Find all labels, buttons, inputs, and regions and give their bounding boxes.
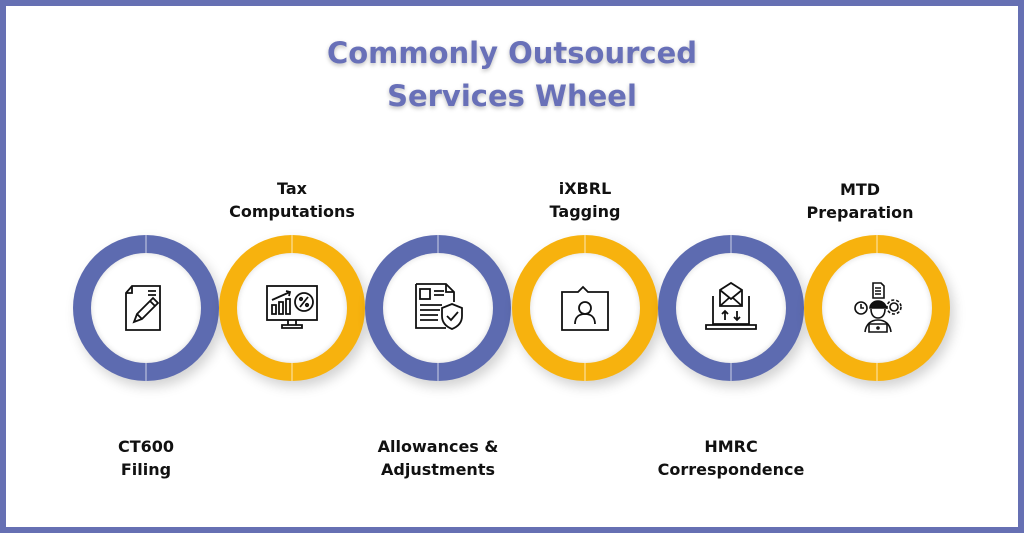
page-title: Commonly Outsourced Services Wheel — [6, 32, 1018, 118]
service-ring-allowances — [365, 235, 511, 381]
service-ring-mtd — [804, 235, 950, 381]
service-ring-ct600 — [73, 235, 219, 381]
label-allowances-adjustments: Allowances &Adjustments — [377, 437, 499, 479]
service-ring-tax — [219, 235, 365, 381]
title-line-2: Services Wheel — [387, 79, 637, 113]
service-ring-ixbrl — [512, 235, 658, 381]
title-line-1: Commonly Outsourced — [326, 36, 698, 70]
service-ring-hmrc — [658, 235, 804, 381]
worker-laptop-icon — [854, 282, 902, 333]
user-tag-icon — [561, 285, 609, 331]
document-pencil-icon — [125, 285, 161, 331]
laptop-mail-icon — [705, 281, 757, 330]
monitor-chart-percent-icon — [266, 285, 318, 329]
document-shield-icon — [415, 283, 463, 330]
